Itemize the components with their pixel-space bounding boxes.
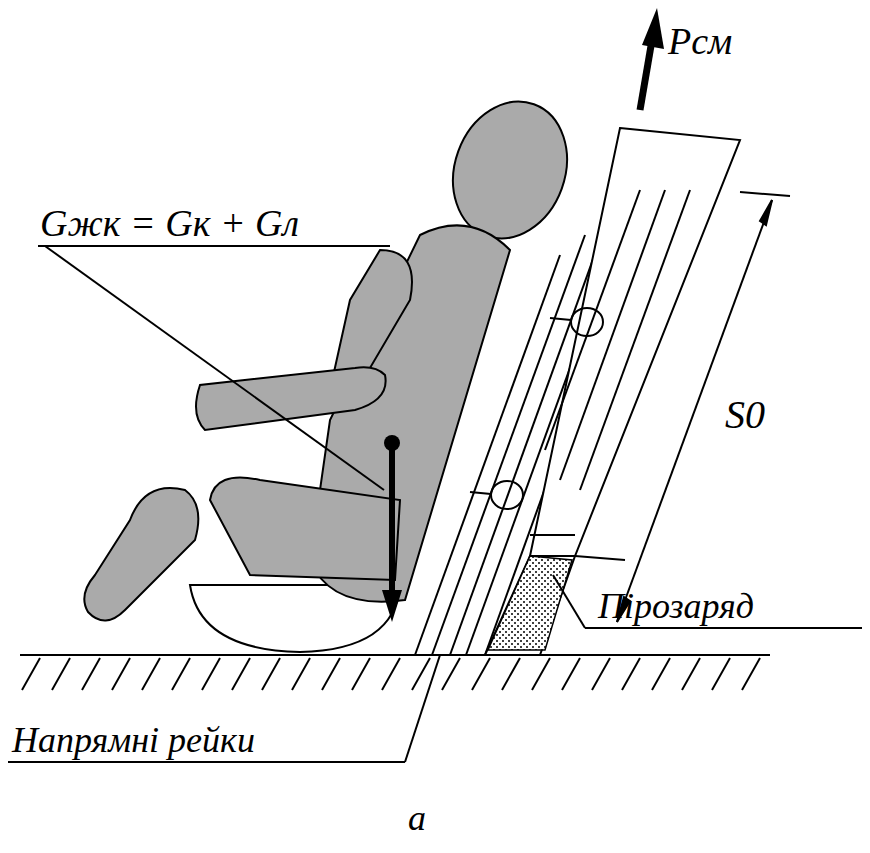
figure-caption: а bbox=[408, 800, 426, 836]
hatch-stroke bbox=[202, 658, 220, 690]
hatch-stroke bbox=[742, 658, 760, 690]
hatch-stroke bbox=[112, 658, 130, 690]
hatch-stroke bbox=[412, 658, 430, 690]
hatch-stroke bbox=[472, 658, 490, 690]
hatch-stroke bbox=[442, 658, 460, 690]
rails-label: Напрямні рейки bbox=[12, 722, 255, 758]
hatch-stroke bbox=[352, 658, 370, 690]
hatch-stroke bbox=[322, 658, 340, 690]
hatch-stroke bbox=[292, 658, 310, 690]
pyro-charge-label: Пірозаряд bbox=[598, 588, 754, 624]
stroke-label: S0 bbox=[725, 395, 765, 435]
hatch-stroke bbox=[382, 658, 400, 690]
hatch-stroke bbox=[82, 658, 100, 690]
weight-formula: Gжк = Gк + Gл bbox=[40, 204, 299, 242]
stroke-dimension bbox=[575, 192, 790, 622]
force-arrow bbox=[640, 8, 664, 110]
weight-arrow bbox=[382, 435, 402, 622]
hatch-stroke bbox=[22, 658, 40, 690]
leader-lines bbox=[8, 246, 862, 762]
pilot-figure bbox=[84, 85, 585, 652]
ground bbox=[20, 655, 770, 690]
hatch-stroke bbox=[262, 658, 280, 690]
hatch-stroke bbox=[652, 658, 670, 690]
hatch-stroke bbox=[232, 658, 250, 690]
hatch-stroke bbox=[682, 658, 700, 690]
hatch-stroke bbox=[172, 658, 190, 690]
hatch-stroke bbox=[532, 658, 550, 690]
hatch-stroke bbox=[622, 658, 640, 690]
hatch-stroke bbox=[562, 658, 580, 690]
pyro-charge bbox=[488, 556, 572, 650]
hatch-stroke bbox=[712, 658, 730, 690]
hatch-stroke bbox=[502, 658, 520, 690]
hatch-stroke bbox=[592, 658, 610, 690]
hatch-stroke bbox=[142, 658, 160, 690]
force-label: Pсм bbox=[668, 22, 732, 60]
hatch-stroke bbox=[52, 658, 70, 690]
